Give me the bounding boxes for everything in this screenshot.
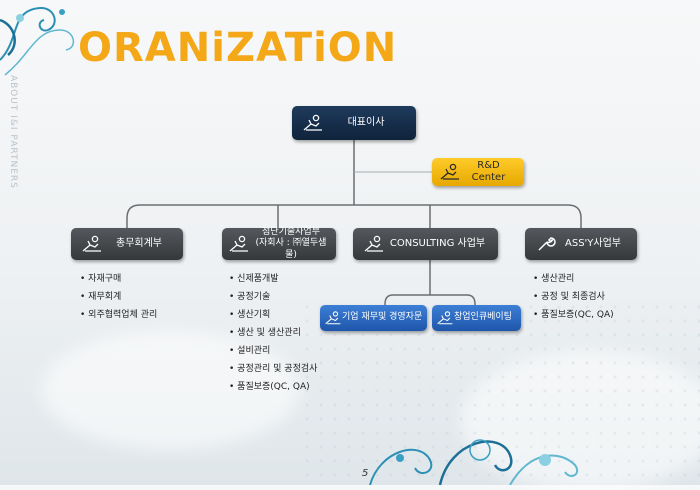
list-item: 생산 및 생산관리 bbox=[229, 324, 317, 342]
list-item: 생산기획 bbox=[229, 306, 317, 324]
dept-label: 첨단기술사업부 bbox=[262, 227, 320, 238]
dept-assy-duties: 생산관리 공정 및 최종검사 품질보증(QC, QA) bbox=[533, 270, 614, 324]
rnd-center-box[interactable]: R&D Center bbox=[432, 158, 524, 186]
list-item: 재무회계 bbox=[80, 288, 157, 306]
ceo-label: 대표이사 bbox=[347, 116, 385, 128]
dept-label: ASS'Y사업부 bbox=[565, 237, 621, 249]
dept-advanced-tech-duties: 신제품개발 공정기술 생산기획 생산 및 생산관리 설비관리 공정관리 및 공정… bbox=[229, 270, 317, 396]
dept-general-affairs-duties: 자재구매 재무회계 외주협력업체 관리 bbox=[80, 270, 157, 324]
worker-icon bbox=[440, 163, 459, 180]
list-item: 외주협력업체 관리 bbox=[80, 306, 157, 324]
list-item: 공정관리 및 공정검사 bbox=[229, 360, 317, 378]
dept-label: 총무회계부 bbox=[116, 237, 162, 249]
dept-advanced-tech-box[interactable]: 첨단기술사업부 (자회사 : ㈜열두샘물) bbox=[222, 227, 336, 260]
dept-sub-label: (자회사 : ㈜열두샘물) bbox=[255, 238, 327, 260]
worker-icon bbox=[325, 311, 341, 325]
list-item: 공정 및 최종검사 bbox=[533, 288, 614, 306]
worker-icon bbox=[82, 235, 101, 252]
rnd-center-label: R&D Center bbox=[471, 159, 506, 184]
consulting-finance-advisory-box[interactable]: 기업 재무및 경영자문 bbox=[320, 305, 427, 331]
list-item: 생산관리 bbox=[533, 270, 614, 288]
worker-icon bbox=[364, 235, 383, 252]
list-item: 자재구매 bbox=[80, 270, 157, 288]
consulting-child-label: 창업인큐베이팅 bbox=[454, 312, 512, 323]
list-item: 설비관리 bbox=[229, 342, 317, 360]
page-title: ORANiZATiON bbox=[78, 25, 398, 71]
wrench-icon bbox=[538, 237, 556, 251]
list-item: 신제품개발 bbox=[229, 270, 317, 288]
swirl-decoration-bottom bbox=[369, 439, 579, 485]
dept-label: CONSULTING 사업부 bbox=[389, 237, 486, 249]
worker-icon bbox=[229, 235, 248, 252]
ceo-box[interactable]: 대표이사 bbox=[292, 106, 416, 140]
consulting-incubating-box[interactable]: 창업인큐베이팅 bbox=[432, 305, 521, 331]
page-number: 5 bbox=[362, 468, 369, 479]
list-item: 품질보증(QC, QA) bbox=[229, 378, 317, 396]
dept-assy-box[interactable]: ASS'Y사업부 bbox=[525, 228, 637, 260]
worker-icon bbox=[437, 311, 453, 325]
dept-consulting-box[interactable]: CONSULTING 사업부 bbox=[353, 228, 498, 260]
worker-icon bbox=[303, 114, 322, 131]
dept-general-affairs-box[interactable]: 총무회계부 bbox=[71, 228, 183, 260]
list-item: 공정기술 bbox=[229, 288, 317, 306]
swirl-decoration-top-left bbox=[0, 6, 75, 76]
consulting-child-label: 기업 재무및 경영자문 bbox=[342, 312, 423, 323]
list-item: 품질보증(QC, QA) bbox=[533, 306, 613, 324]
cloud-decoration bbox=[460, 350, 700, 490]
